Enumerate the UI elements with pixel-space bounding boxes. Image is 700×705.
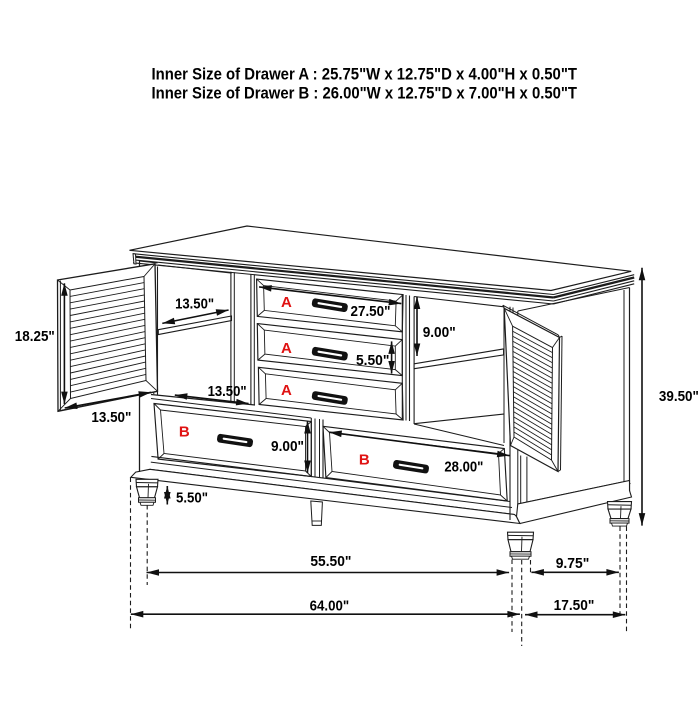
svg-text:18.25": 18.25" xyxy=(15,328,55,345)
svg-text:A: A xyxy=(281,294,292,311)
svg-text:13.50": 13.50" xyxy=(175,295,214,312)
svg-text:13.50": 13.50" xyxy=(208,383,247,400)
svg-text:28.00": 28.00" xyxy=(444,459,483,476)
svg-text:5.50": 5.50" xyxy=(176,490,208,507)
svg-text:9.00": 9.00" xyxy=(271,438,304,455)
svg-text:9.75": 9.75" xyxy=(556,555,590,572)
svg-text:13.50": 13.50" xyxy=(91,409,131,426)
svg-text:64.00": 64.00" xyxy=(310,597,350,614)
svg-text:A: A xyxy=(281,382,292,399)
svg-text:Inner Size of Drawer B : 26.00: Inner Size of Drawer B : 26.00"W x 12.75… xyxy=(152,85,578,103)
svg-text:9.00": 9.00" xyxy=(423,324,456,341)
svg-text:5.50": 5.50" xyxy=(356,352,390,369)
svg-text:Inner Size of Drawer A : 25.75: Inner Size of Drawer A : 25.75"W x 12.75… xyxy=(152,66,578,84)
svg-text:17.50": 17.50" xyxy=(554,597,595,614)
svg-text:A: A xyxy=(281,340,292,357)
svg-text:55.50": 55.50" xyxy=(310,553,351,570)
svg-text:B: B xyxy=(359,452,370,469)
svg-text:B: B xyxy=(179,424,190,441)
svg-text:27.50": 27.50" xyxy=(351,303,391,320)
svg-text:39.50": 39.50" xyxy=(659,388,699,405)
